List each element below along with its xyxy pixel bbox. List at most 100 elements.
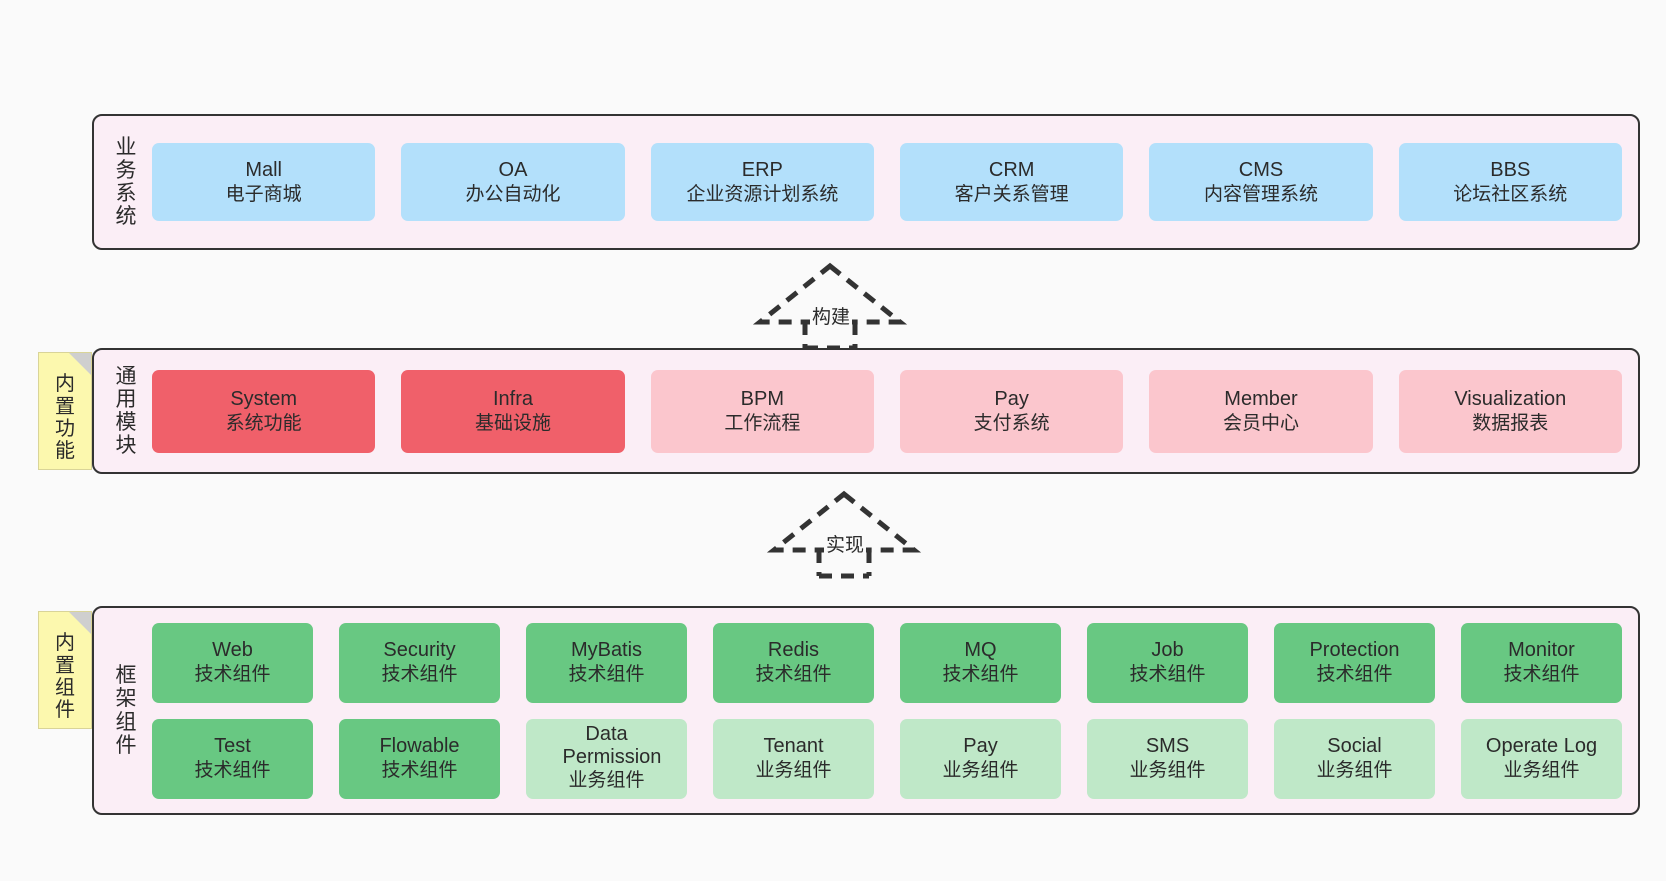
node-label-en: Redis bbox=[767, 639, 820, 662]
node-label-en: Flowable bbox=[379, 735, 460, 758]
node-row: Mall 电子商城 OA 办公自动化 ERP 企业资源计划系统 CRM 客户关系… bbox=[152, 143, 1622, 221]
node-sms[interactable]: SMS 业务组件 bbox=[1087, 718, 1248, 799]
node-label-en: ERP bbox=[741, 158, 783, 181]
node-label-en: CRM bbox=[988, 158, 1035, 181]
node-pay-module[interactable]: Pay 支付系统 bbox=[899, 369, 1124, 453]
node-label-en: MyBatis bbox=[570, 639, 643, 662]
node-label-cn: 论坛社区系统 bbox=[1453, 183, 1568, 205]
node-label-en: Infra bbox=[492, 387, 533, 410]
node-label-en: Mall bbox=[245, 158, 282, 181]
node-label-cn: 电子商城 bbox=[225, 183, 302, 205]
node-flowable[interactable]: Flowable 技术组件 bbox=[339, 718, 500, 799]
node-label-en: Test bbox=[214, 735, 251, 758]
node-label-cn: 技术组件 bbox=[1503, 664, 1580, 686]
connector-implement: 实现 bbox=[766, 490, 922, 579]
node-row: Test 技术组件 Flowable 技术组件 Data Permission … bbox=[152, 718, 1622, 799]
sticky-note-builtin-features: 内 置 功 能 bbox=[38, 352, 92, 470]
node-label-en: Security bbox=[383, 639, 456, 662]
node-label-cn: 技术组件 bbox=[1316, 664, 1393, 686]
node-tenant[interactable]: Tenant 业务组件 bbox=[713, 718, 874, 799]
layer-body-business-systems: Mall 电子商城 OA 办公自动化 ERP 企业资源计划系统 CRM 客户关系… bbox=[146, 143, 1638, 221]
node-label-en: Web bbox=[212, 639, 253, 662]
connector-build: 构建 bbox=[752, 262, 908, 351]
node-web[interactable]: Web 技术组件 bbox=[152, 622, 313, 703]
node-label-en: Job bbox=[1151, 639, 1184, 662]
node-label-en: Member bbox=[1224, 387, 1298, 410]
sticky-note-builtin-components: 内 置 组 件 bbox=[38, 611, 92, 729]
node-label-en: Monitor bbox=[1508, 639, 1575, 662]
node-label-cn: 办公自动化 bbox=[465, 183, 561, 205]
node-label-en: Visualization bbox=[1454, 387, 1567, 410]
node-label-cn: 技术组件 bbox=[381, 664, 458, 686]
node-erp[interactable]: ERP 企业资源计划系统 bbox=[650, 143, 874, 221]
node-label-en: Social bbox=[1327, 735, 1382, 758]
node-label-cn: 支付系统 bbox=[973, 412, 1050, 434]
node-label-en: CMS bbox=[1238, 158, 1284, 181]
node-label-cn: 内容管理系统 bbox=[1203, 183, 1318, 205]
node-label-en: Data Permission bbox=[562, 723, 662, 769]
node-label-cn: 技术组件 bbox=[1129, 664, 1206, 686]
node-pay-component[interactable]: Pay 业务组件 bbox=[900, 718, 1061, 799]
node-label-cn: 业务组件 bbox=[1503, 760, 1580, 782]
node-label-cn: 技术组件 bbox=[568, 664, 645, 686]
node-label-cn: 业务组件 bbox=[568, 770, 645, 792]
node-bpm[interactable]: BPM 工作流程 bbox=[650, 369, 874, 453]
node-label-cn: 技术组件 bbox=[381, 760, 458, 782]
node-security[interactable]: Security 技术组件 bbox=[339, 622, 500, 703]
node-protection[interactable]: Protection 技术组件 bbox=[1274, 622, 1435, 703]
node-visualization[interactable]: Visualization 数据报表 bbox=[1398, 369, 1622, 453]
connector-label-build: 构建 bbox=[810, 302, 853, 329]
node-social[interactable]: Social 业务组件 bbox=[1274, 718, 1435, 799]
node-label-en: SMS bbox=[1145, 735, 1190, 758]
node-label-en: System bbox=[230, 387, 297, 410]
layer-title-business-systems: 业 务 系 统 bbox=[115, 135, 137, 229]
node-mybatis[interactable]: MyBatis 技术组件 bbox=[526, 622, 687, 703]
layer-common-modules[interactable]: 通 用 模 块 System 系统功能 Infra 基础设施 BPM 工作流程 … bbox=[92, 348, 1640, 474]
node-label-en: Pay bbox=[963, 735, 998, 758]
node-label-cn: 技术组件 bbox=[194, 760, 271, 782]
node-redis[interactable]: Redis 技术组件 bbox=[713, 622, 874, 703]
node-test[interactable]: Test 技术组件 bbox=[152, 718, 313, 799]
node-label-cn: 数据报表 bbox=[1472, 412, 1549, 434]
connector-label-implement: 实现 bbox=[824, 530, 867, 557]
node-crm[interactable]: CRM 客户关系管理 bbox=[899, 143, 1124, 221]
node-monitor[interactable]: Monitor 技术组件 bbox=[1461, 622, 1622, 703]
node-member[interactable]: Member 会员中心 bbox=[1149, 369, 1373, 453]
node-label-cn: 技术组件 bbox=[194, 664, 271, 686]
node-label-cn: 业务组件 bbox=[1316, 760, 1393, 782]
node-job[interactable]: Job 技术组件 bbox=[1087, 622, 1248, 703]
node-operate-log[interactable]: Operate Log 业务组件 bbox=[1461, 718, 1622, 799]
layer-body-framework-components: Web 技术组件 Security 技术组件 MyBatis 技术组件 Redi… bbox=[146, 622, 1638, 799]
node-mall[interactable]: Mall 电子商城 bbox=[152, 143, 376, 221]
layer-title-common-modules: 通 用 模 块 bbox=[115, 364, 137, 458]
node-oa[interactable]: OA 办公自动化 bbox=[401, 143, 625, 221]
node-label-cn: 技术组件 bbox=[942, 664, 1019, 686]
node-label-cn: 企业资源计划系统 bbox=[686, 183, 839, 205]
node-infra[interactable]: Infra 基础设施 bbox=[401, 369, 625, 453]
layer-framework-components[interactable]: 框 架 组 件 Web 技术组件 Security 技术组件 MyBatis 技… bbox=[92, 606, 1640, 815]
node-row: System 系统功能 Infra 基础设施 BPM 工作流程 Pay 支付系统… bbox=[152, 369, 1622, 453]
node-data-permission[interactable]: Data Permission 业务组件 bbox=[526, 718, 687, 799]
layer-body-common-modules: System 系统功能 Infra 基础设施 BPM 工作流程 Pay 支付系统… bbox=[146, 369, 1638, 453]
node-label-en: OA bbox=[498, 158, 528, 181]
node-label-en: Pay bbox=[994, 387, 1029, 410]
node-label-en: Tenant bbox=[763, 735, 824, 758]
node-bbs[interactable]: BBS 论坛社区系统 bbox=[1398, 143, 1622, 221]
node-label-cn: 系统功能 bbox=[225, 412, 302, 434]
layer-title-framework-components: 框 架 组 件 bbox=[115, 664, 137, 757]
node-label-en: MQ bbox=[964, 639, 997, 662]
node-system[interactable]: System 系统功能 bbox=[152, 369, 376, 453]
node-label-cn: 客户关系管理 bbox=[954, 183, 1069, 205]
node-label-cn: 业务组件 bbox=[942, 760, 1019, 782]
node-label-en: Operate Log bbox=[1485, 735, 1598, 758]
node-label-cn: 会员中心 bbox=[1222, 412, 1299, 434]
node-label-cn: 业务组件 bbox=[1129, 760, 1206, 782]
layer-business-systems[interactable]: 业 务 系 统 Mall 电子商城 OA 办公自动化 ERP 企业资源计划系统 … bbox=[92, 114, 1640, 250]
node-label-cn: 基础设施 bbox=[474, 412, 551, 434]
node-label-cn: 工作流程 bbox=[724, 412, 801, 434]
node-label-cn: 业务组件 bbox=[755, 760, 832, 782]
node-cms[interactable]: CMS 内容管理系统 bbox=[1149, 143, 1373, 221]
node-mq[interactable]: MQ 技术组件 bbox=[900, 622, 1061, 703]
node-row: Web 技术组件 Security 技术组件 MyBatis 技术组件 Redi… bbox=[152, 622, 1622, 703]
